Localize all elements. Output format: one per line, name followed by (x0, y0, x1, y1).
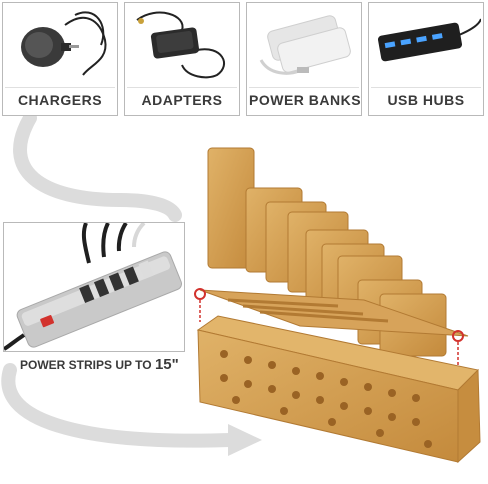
category-label: POWER BANKS (249, 87, 361, 112)
category-card-power-banks: POWER BANKS (246, 2, 362, 116)
wall-charger-icon (21, 11, 107, 76)
category-card-adapters: ADAPTERS (124, 2, 240, 116)
power-strip-icon (4, 223, 182, 351)
category-card-usb-hubs: USB HUBS (368, 2, 484, 116)
category-label: CHARGERS (5, 87, 115, 112)
power-bank-icon (259, 15, 351, 75)
category-card-chargers: CHARGERS (2, 2, 118, 116)
power-strip-caption: POWER STRIPS UP TO 15" (20, 356, 220, 373)
caption-middle: UP TO (115, 358, 152, 372)
category-label: USB HUBS (371, 87, 481, 112)
bamboo-organizer (194, 147, 481, 464)
usb-hub-icon (377, 18, 481, 62)
laptop-adapter-icon (136, 11, 226, 79)
caption-size: 15" (154, 356, 179, 373)
caption-prefix: POWER STRIPS (20, 358, 113, 372)
power-strip-card (3, 222, 185, 352)
category-label: ADAPTERS (127, 87, 237, 112)
